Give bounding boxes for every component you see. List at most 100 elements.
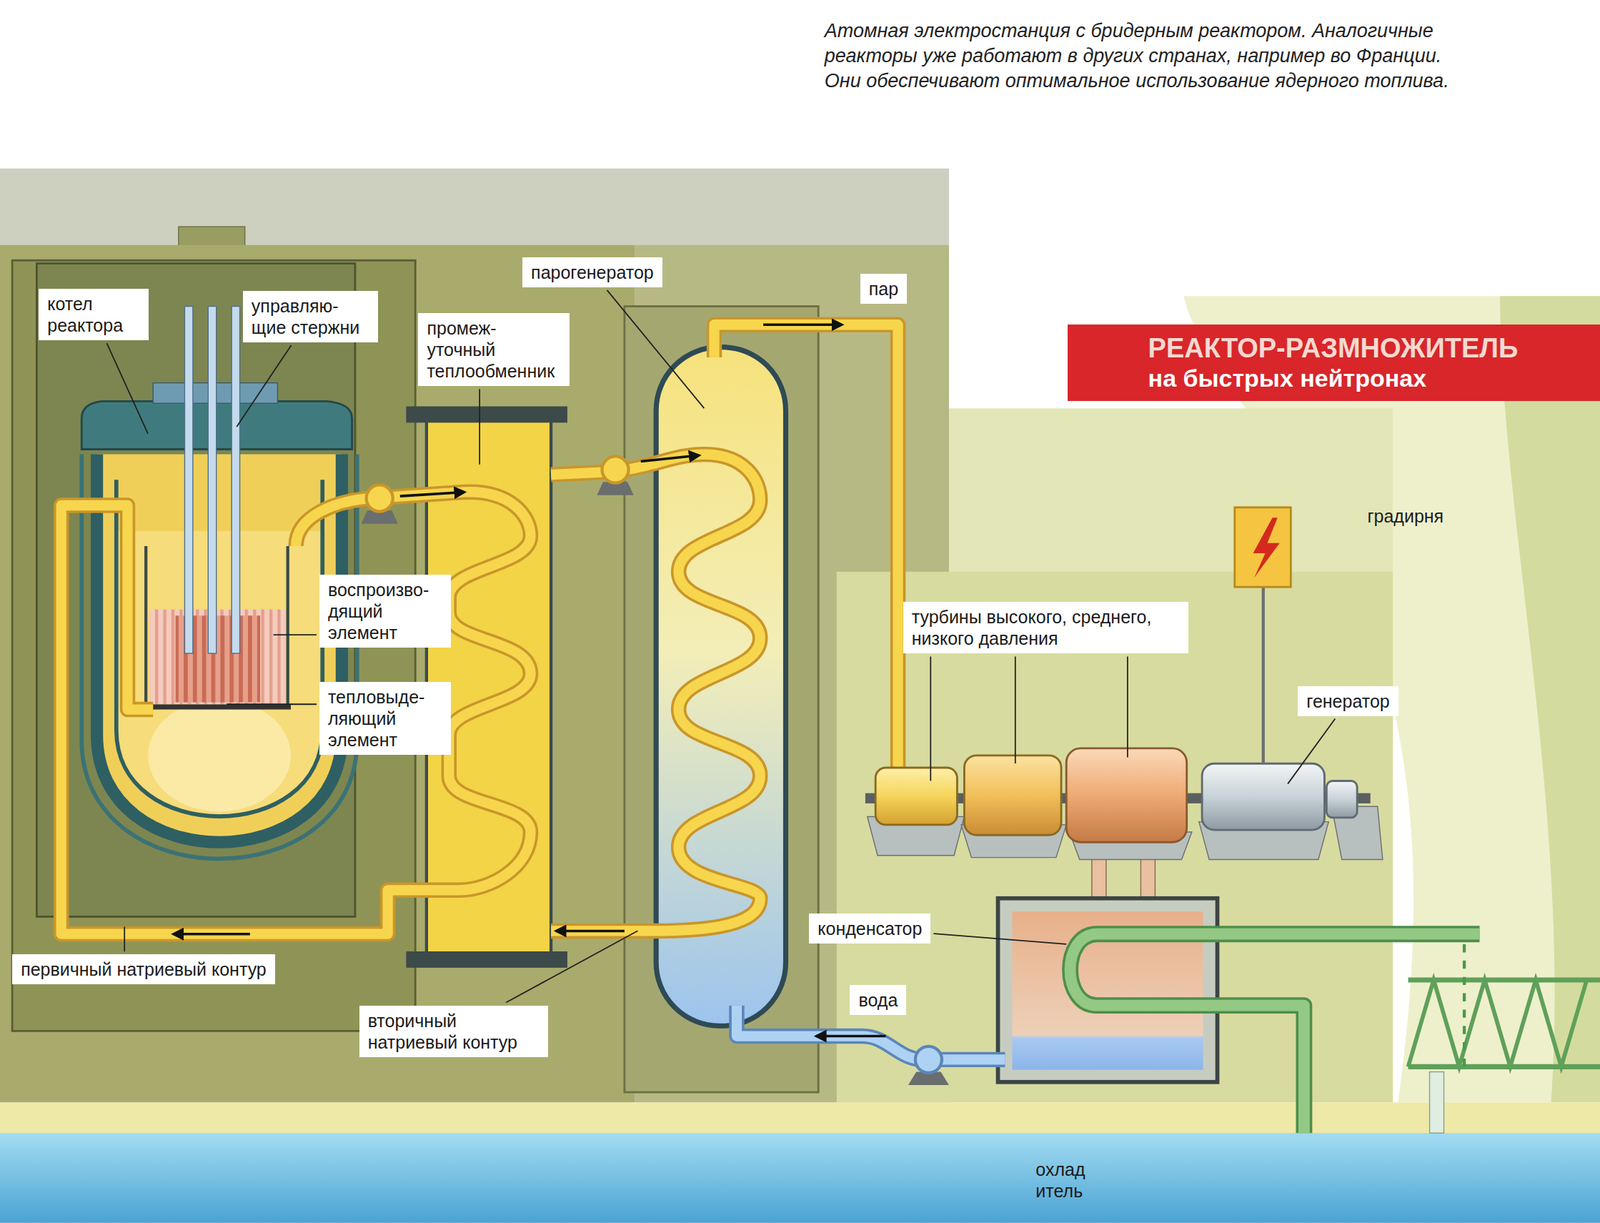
spray-truss (1408, 979, 1588, 1067)
label-text: пар (868, 277, 899, 300)
building (36, 263, 356, 917)
pipes (550, 454, 761, 932)
power-output-symbol (1253, 517, 1280, 578)
leader-line (933, 933, 1067, 944)
flow-arrow (763, 323, 842, 326)
reactor (231, 306, 240, 654)
ground-and-water (0, 1101, 1600, 1135)
turbines (1326, 781, 1358, 818)
building (0, 245, 635, 1102)
flow-arrow (555, 929, 625, 933)
spray-truss (1462, 943, 1466, 1067)
pumps (601, 455, 629, 483)
building (624, 306, 819, 1093)
pipes (61, 491, 531, 934)
label-text: конденсатор (817, 917, 922, 939)
title-text: РЕАКТОР-РАЗМНОЖИТЕЛЬ (1148, 333, 1589, 365)
pumps (915, 1046, 942, 1073)
structure-label: градирня (1367, 505, 1444, 527)
reactor (142, 703, 291, 709)
part-label: котел реактора (38, 288, 149, 341)
part-label: тепловыде- ляющий элемент (319, 681, 451, 755)
reactor (147, 698, 291, 812)
intermediate-heat-exchanger (405, 405, 568, 423)
label-text: парогенератор (530, 261, 654, 283)
part-label: парогенератор (522, 257, 663, 288)
part-label: вторичный натриевый контур (359, 1005, 549, 1057)
spray-truss (1429, 1071, 1445, 1133)
part-label: вода (849, 984, 907, 1015)
leader-line (1014, 656, 1017, 764)
part-label: первичный натриевый контур (12, 953, 276, 985)
turbines (875, 767, 957, 825)
flow-arrow (641, 455, 699, 462)
pipes (1070, 933, 1480, 1133)
caption: Атомная электростанция с бридерным реакт… (824, 18, 1454, 94)
label-text: вода (858, 989, 898, 1011)
pipes (61, 324, 1480, 1133)
flow-arrow (400, 491, 465, 496)
turbines (865, 748, 1383, 860)
pipes (550, 454, 761, 932)
leader-line (929, 656, 932, 781)
label-text: генератор (1306, 690, 1390, 712)
pipes (1070, 933, 1480, 1133)
leader-line (1126, 656, 1129, 757)
part-label: пар (860, 273, 907, 304)
part-label: управляю- щие стержни (242, 290, 379, 343)
reactor (150, 609, 286, 705)
spray-truss (1408, 943, 1600, 1133)
leader-line (505, 930, 638, 1002)
leader-line (106, 343, 148, 434)
part-label: воспроизво- дящий элемент (319, 574, 451, 648)
pipes (61, 491, 531, 934)
pipes (714, 324, 899, 776)
part-label: конденсатор (808, 913, 931, 944)
pumps (366, 484, 394, 511)
part-label: турбины высокого, среднего, низкого давл… (903, 601, 1189, 654)
label-text: управляю- щие стержни (251, 295, 370, 339)
spray-truss (1408, 979, 1600, 1067)
building (0, 168, 949, 1103)
label-text: промеж- уточный теплообменник (426, 317, 561, 382)
pipes (714, 324, 899, 776)
medium-label: охлад итель (1035, 1158, 1095, 1202)
label-text: первичный натриевый контур (20, 958, 267, 980)
title-band: РЕАКТОР-РАЗМНОЖИТЕЛЬна быстрых нейтронах (1067, 324, 1600, 401)
label-text: турбины высокого, среднего, низкого давл… (911, 605, 1180, 649)
intermediate-heat-exchanger (405, 951, 568, 968)
part-label: генератор (1297, 686, 1398, 717)
subtitle-text: на быстрых нейтронах (1148, 364, 1589, 393)
leader-line (606, 290, 704, 409)
ground-and-water (0, 1132, 1600, 1223)
leader-line (1287, 718, 1335, 784)
leader-line (478, 388, 481, 464)
flow-arrow (173, 932, 251, 936)
leader-line (226, 703, 317, 705)
flow-arrow (173, 324, 887, 1036)
power-output-symbol (1261, 586, 1265, 764)
label-text: вторичный натриевый контур (368, 1009, 540, 1053)
turbines (964, 755, 1062, 835)
turbines (1066, 748, 1187, 842)
reactor (114, 530, 325, 819)
leader-line (123, 926, 126, 952)
part-label: промеж- уточный теплообменник (418, 312, 570, 386)
turbines (1201, 763, 1325, 830)
power-output-symbol (1234, 507, 1292, 587)
ground-and-water (0, 1101, 1600, 1222)
condenser (998, 839, 1218, 1082)
reactor (184, 306, 193, 654)
leader-line (273, 633, 317, 636)
leader-line (236, 345, 291, 427)
label-text: воспроизво- дящий элемент (328, 578, 443, 644)
flow-arrow (816, 1034, 886, 1038)
reactor (207, 306, 216, 654)
building (0, 168, 1393, 1103)
label-text: котел реактора (47, 292, 141, 336)
label-text: тепловыде- ляющий элемент (328, 686, 443, 751)
power-output-symbol (1234, 507, 1292, 764)
